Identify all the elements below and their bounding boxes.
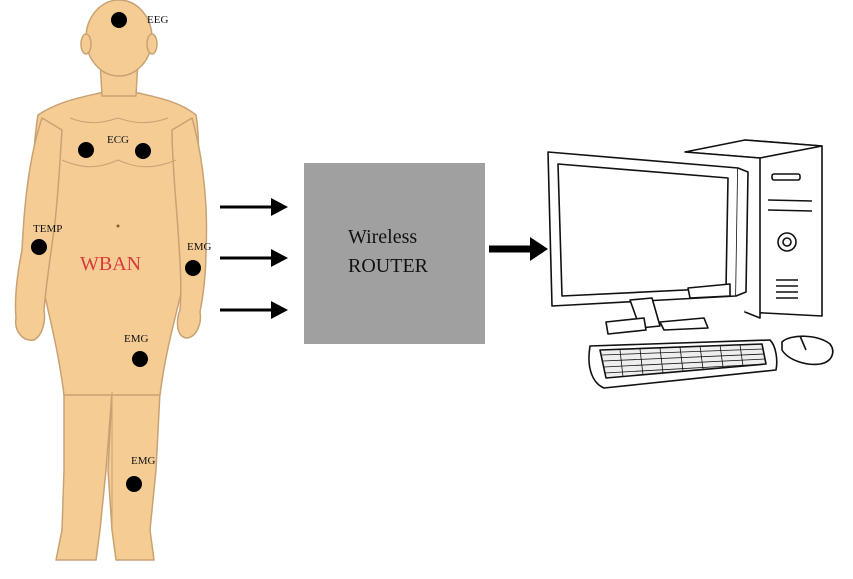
left-arm bbox=[14, 117, 63, 341]
io-ports bbox=[687, 283, 731, 299]
mouse-button-line bbox=[799, 335, 807, 351]
mouse-icon bbox=[781, 335, 834, 366]
keyboard-key-lines bbox=[601, 344, 766, 378]
arrow-right-icon-to-computer bbox=[489, 237, 548, 261]
wban-label: WBAN bbox=[80, 253, 141, 275]
label-emg-thigh: EMG bbox=[124, 333, 149, 345]
label-temp: TEMP bbox=[33, 223, 62, 235]
label-ecg: ECG bbox=[107, 134, 129, 146]
router-label-line1: Wireless bbox=[348, 226, 417, 248]
sensor-dot-icon-emg-thigh bbox=[132, 351, 148, 367]
label-emg-leg: EMG bbox=[131, 455, 156, 467]
sensor-dots bbox=[31, 12, 201, 492]
left-ear bbox=[80, 33, 92, 55]
power-button-inner bbox=[782, 237, 792, 247]
sensor-dot-icon-eeg bbox=[111, 12, 127, 28]
right-ear bbox=[146, 33, 158, 55]
tower-vents bbox=[776, 279, 798, 299]
sensor-dot-icon-temp bbox=[31, 239, 47, 255]
arrows-to-router bbox=[220, 198, 288, 319]
monitor-bezel-side bbox=[735, 167, 749, 297]
label-emg-arm: EMG bbox=[187, 241, 212, 253]
router-label-line2: ROUTER bbox=[348, 255, 429, 277]
monitor-base bbox=[605, 317, 647, 335]
sensor-dot-icon-ecg-right bbox=[135, 143, 151, 159]
wireless-router-box bbox=[304, 163, 485, 344]
keyboard-keys bbox=[599, 343, 767, 379]
left-leg bbox=[55, 391, 113, 561]
body-details bbox=[61, 117, 177, 530]
arrow-right-icon-top bbox=[220, 198, 288, 216]
collar-line bbox=[69, 117, 169, 124]
arrow-right-icon-middle bbox=[220, 249, 288, 267]
sensor-dot-icon-emg-leg bbox=[126, 476, 142, 492]
chest-line bbox=[61, 159, 177, 168]
head bbox=[85, 0, 153, 77]
sensor-dot-icon-emg-arm bbox=[185, 260, 201, 276]
drive-bay-3 bbox=[767, 209, 813, 212]
drive-bay-1 bbox=[771, 173, 801, 181]
human-body-figure bbox=[14, 0, 208, 561]
drive-bay-2 bbox=[767, 199, 813, 202]
sensor-dot-icon-ecg-left bbox=[78, 142, 94, 158]
desktop-computer-icon bbox=[547, 139, 834, 389]
navel bbox=[116, 224, 120, 228]
monitor-base-2 bbox=[659, 317, 709, 331]
label-eeg: EEG bbox=[147, 14, 168, 26]
monitor-screen bbox=[557, 163, 729, 297]
arrow-right-icon-bottom bbox=[220, 301, 288, 319]
right-arm bbox=[171, 117, 208, 339]
